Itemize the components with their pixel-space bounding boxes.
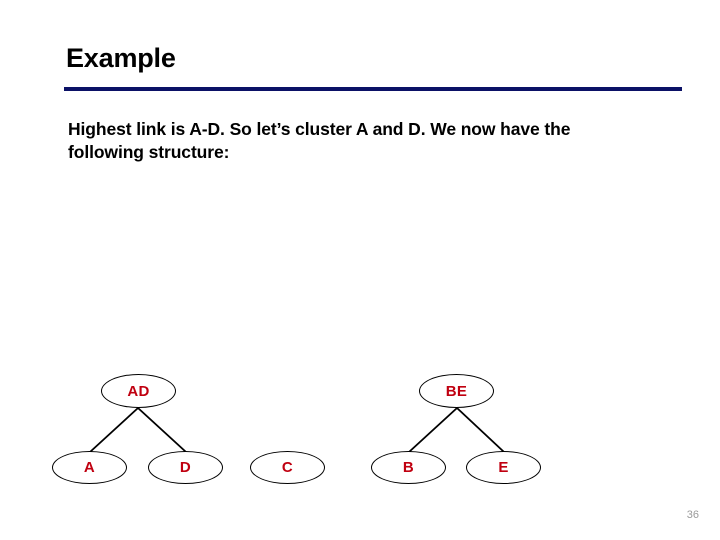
- title-divider: [64, 87, 682, 91]
- edge-ad-d: [137, 407, 187, 453]
- node-ad[interactable]: AD: [101, 374, 176, 408]
- node-be[interactable]: BE: [419, 374, 494, 408]
- node-c[interactable]: C: [250, 451, 325, 484]
- page-title: Example: [66, 43, 176, 73]
- edge-be-b: [408, 407, 458, 453]
- node-b[interactable]: B: [371, 451, 446, 484]
- edge-be-e: [456, 407, 505, 453]
- node-e[interactable]: E: [466, 451, 541, 484]
- page-number: 36: [686, 509, 699, 521]
- node-a[interactable]: A: [52, 451, 127, 484]
- body-text: Highest link is A-D. So let’s cluster A …: [68, 119, 571, 162]
- edge-ad-a: [89, 407, 139, 453]
- node-d[interactable]: D: [148, 451, 223, 484]
